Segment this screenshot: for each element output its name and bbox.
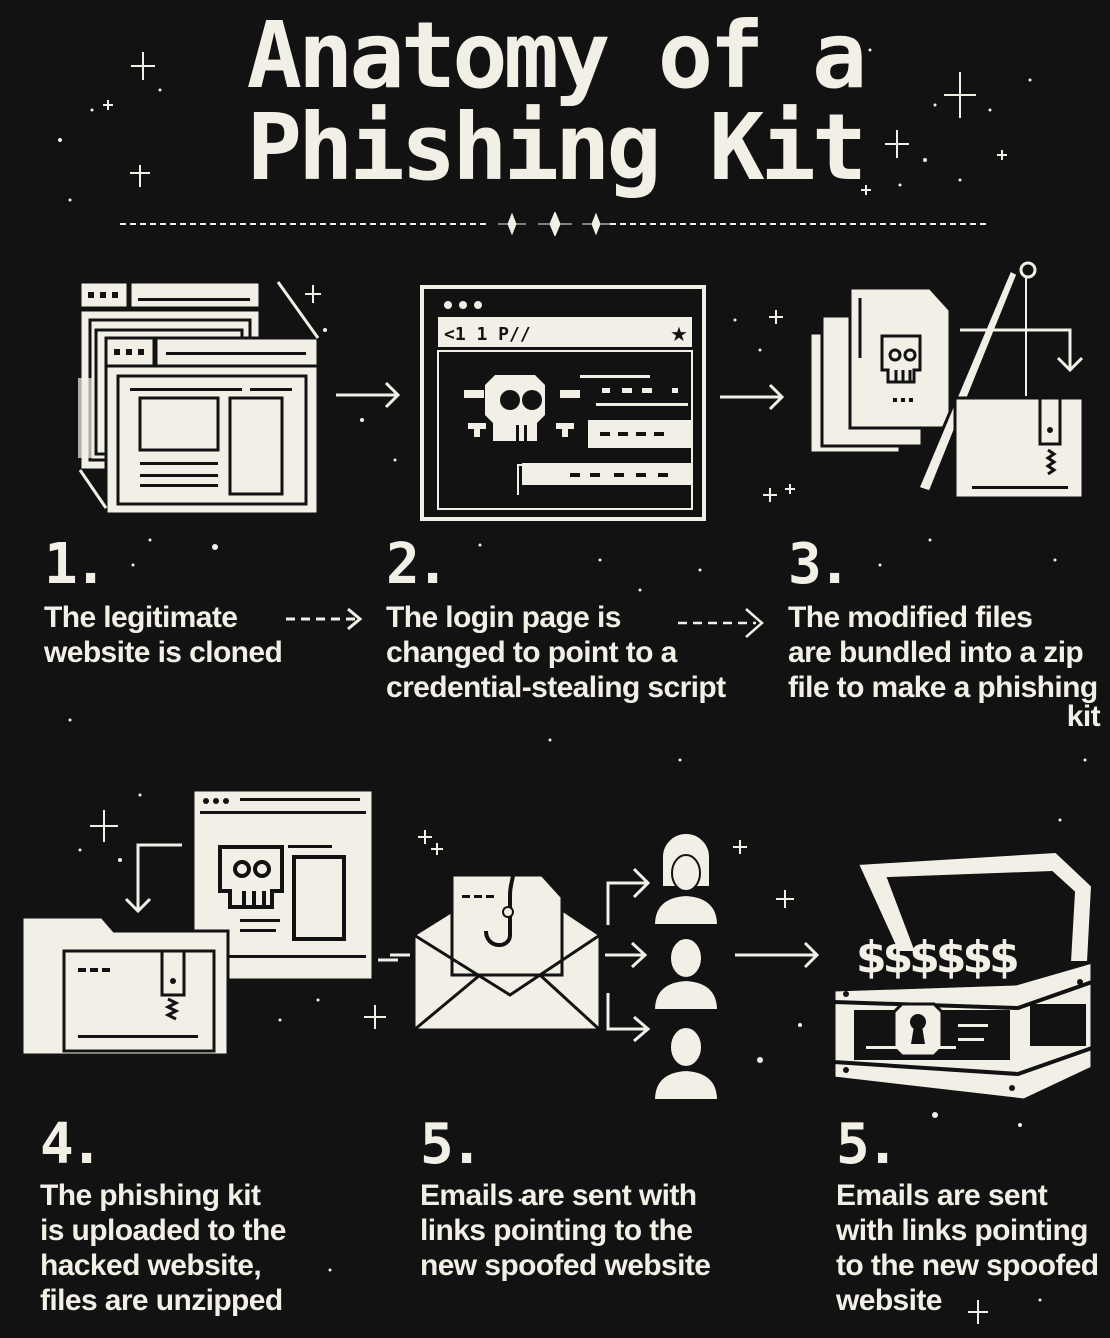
phishing-email-recipients-icon xyxy=(390,832,820,1100)
zipper-icon xyxy=(1045,448,1057,476)
treasure-chest-money-icon: $$$$$$ xyxy=(832,850,1094,1100)
step-2-number: 2. xyxy=(386,532,449,597)
arrow-right-icon xyxy=(336,381,401,409)
step-1-number: 1. xyxy=(44,532,107,597)
step-4-number: 4. xyxy=(40,1112,103,1177)
step-5-text: Emails are sent with links pointing to t… xyxy=(420,1179,711,1282)
recipient-avatar-icon xyxy=(652,937,720,1011)
folder-icon xyxy=(20,915,230,1057)
skull-icon xyxy=(464,375,580,441)
step-2-text: The login page is changed to point to a … xyxy=(386,601,726,704)
fishing-hook-icon xyxy=(484,853,516,947)
title-divider xyxy=(120,212,990,236)
sparkle-icon xyxy=(582,212,610,236)
zipper-icon xyxy=(164,997,180,1021)
svg-text:★: ★ xyxy=(670,322,688,346)
screwdriver-icon xyxy=(915,267,1020,494)
fake-url-text: <1 1 P// xyxy=(444,324,531,345)
money-symbols: $$$$$$ xyxy=(856,932,1017,983)
step-1-text: The legitimate website is cloned xyxy=(44,601,283,669)
upload-unzip-icon xyxy=(20,788,398,1057)
sparkle-icon xyxy=(498,212,526,236)
page-title-line-2: Phishing Kit xyxy=(246,94,868,201)
step-5-number: 5. xyxy=(420,1112,483,1177)
step-3-number: 3. xyxy=(788,532,851,597)
skull-icon xyxy=(880,334,922,384)
recipient-avatar-icon xyxy=(652,1026,720,1100)
cloned-browser-windows-icon xyxy=(78,280,320,516)
step-4-text: The phishing kit is uploaded to the hack… xyxy=(40,1179,286,1317)
step-3-text: The modified files are bundled into a zi… xyxy=(788,601,1101,733)
skull-icon xyxy=(218,845,284,909)
step-6-text: Emails are sent with links pointing to t… xyxy=(836,1179,1099,1317)
dashed-arrow-right-icon xyxy=(286,607,363,631)
zip-bundle-icon xyxy=(808,261,1085,500)
sparkle-icon xyxy=(538,212,572,236)
recipient-avatar-icon xyxy=(652,832,720,926)
page-title-line-1: Anatomy of a xyxy=(246,2,868,109)
arrow-right-icon xyxy=(720,383,785,411)
step-6-number: 5. xyxy=(836,1112,899,1177)
dashed-arrow-right-icon xyxy=(678,608,764,638)
skull-login-page-icon: <1 1 P// ★ xyxy=(420,285,706,521)
